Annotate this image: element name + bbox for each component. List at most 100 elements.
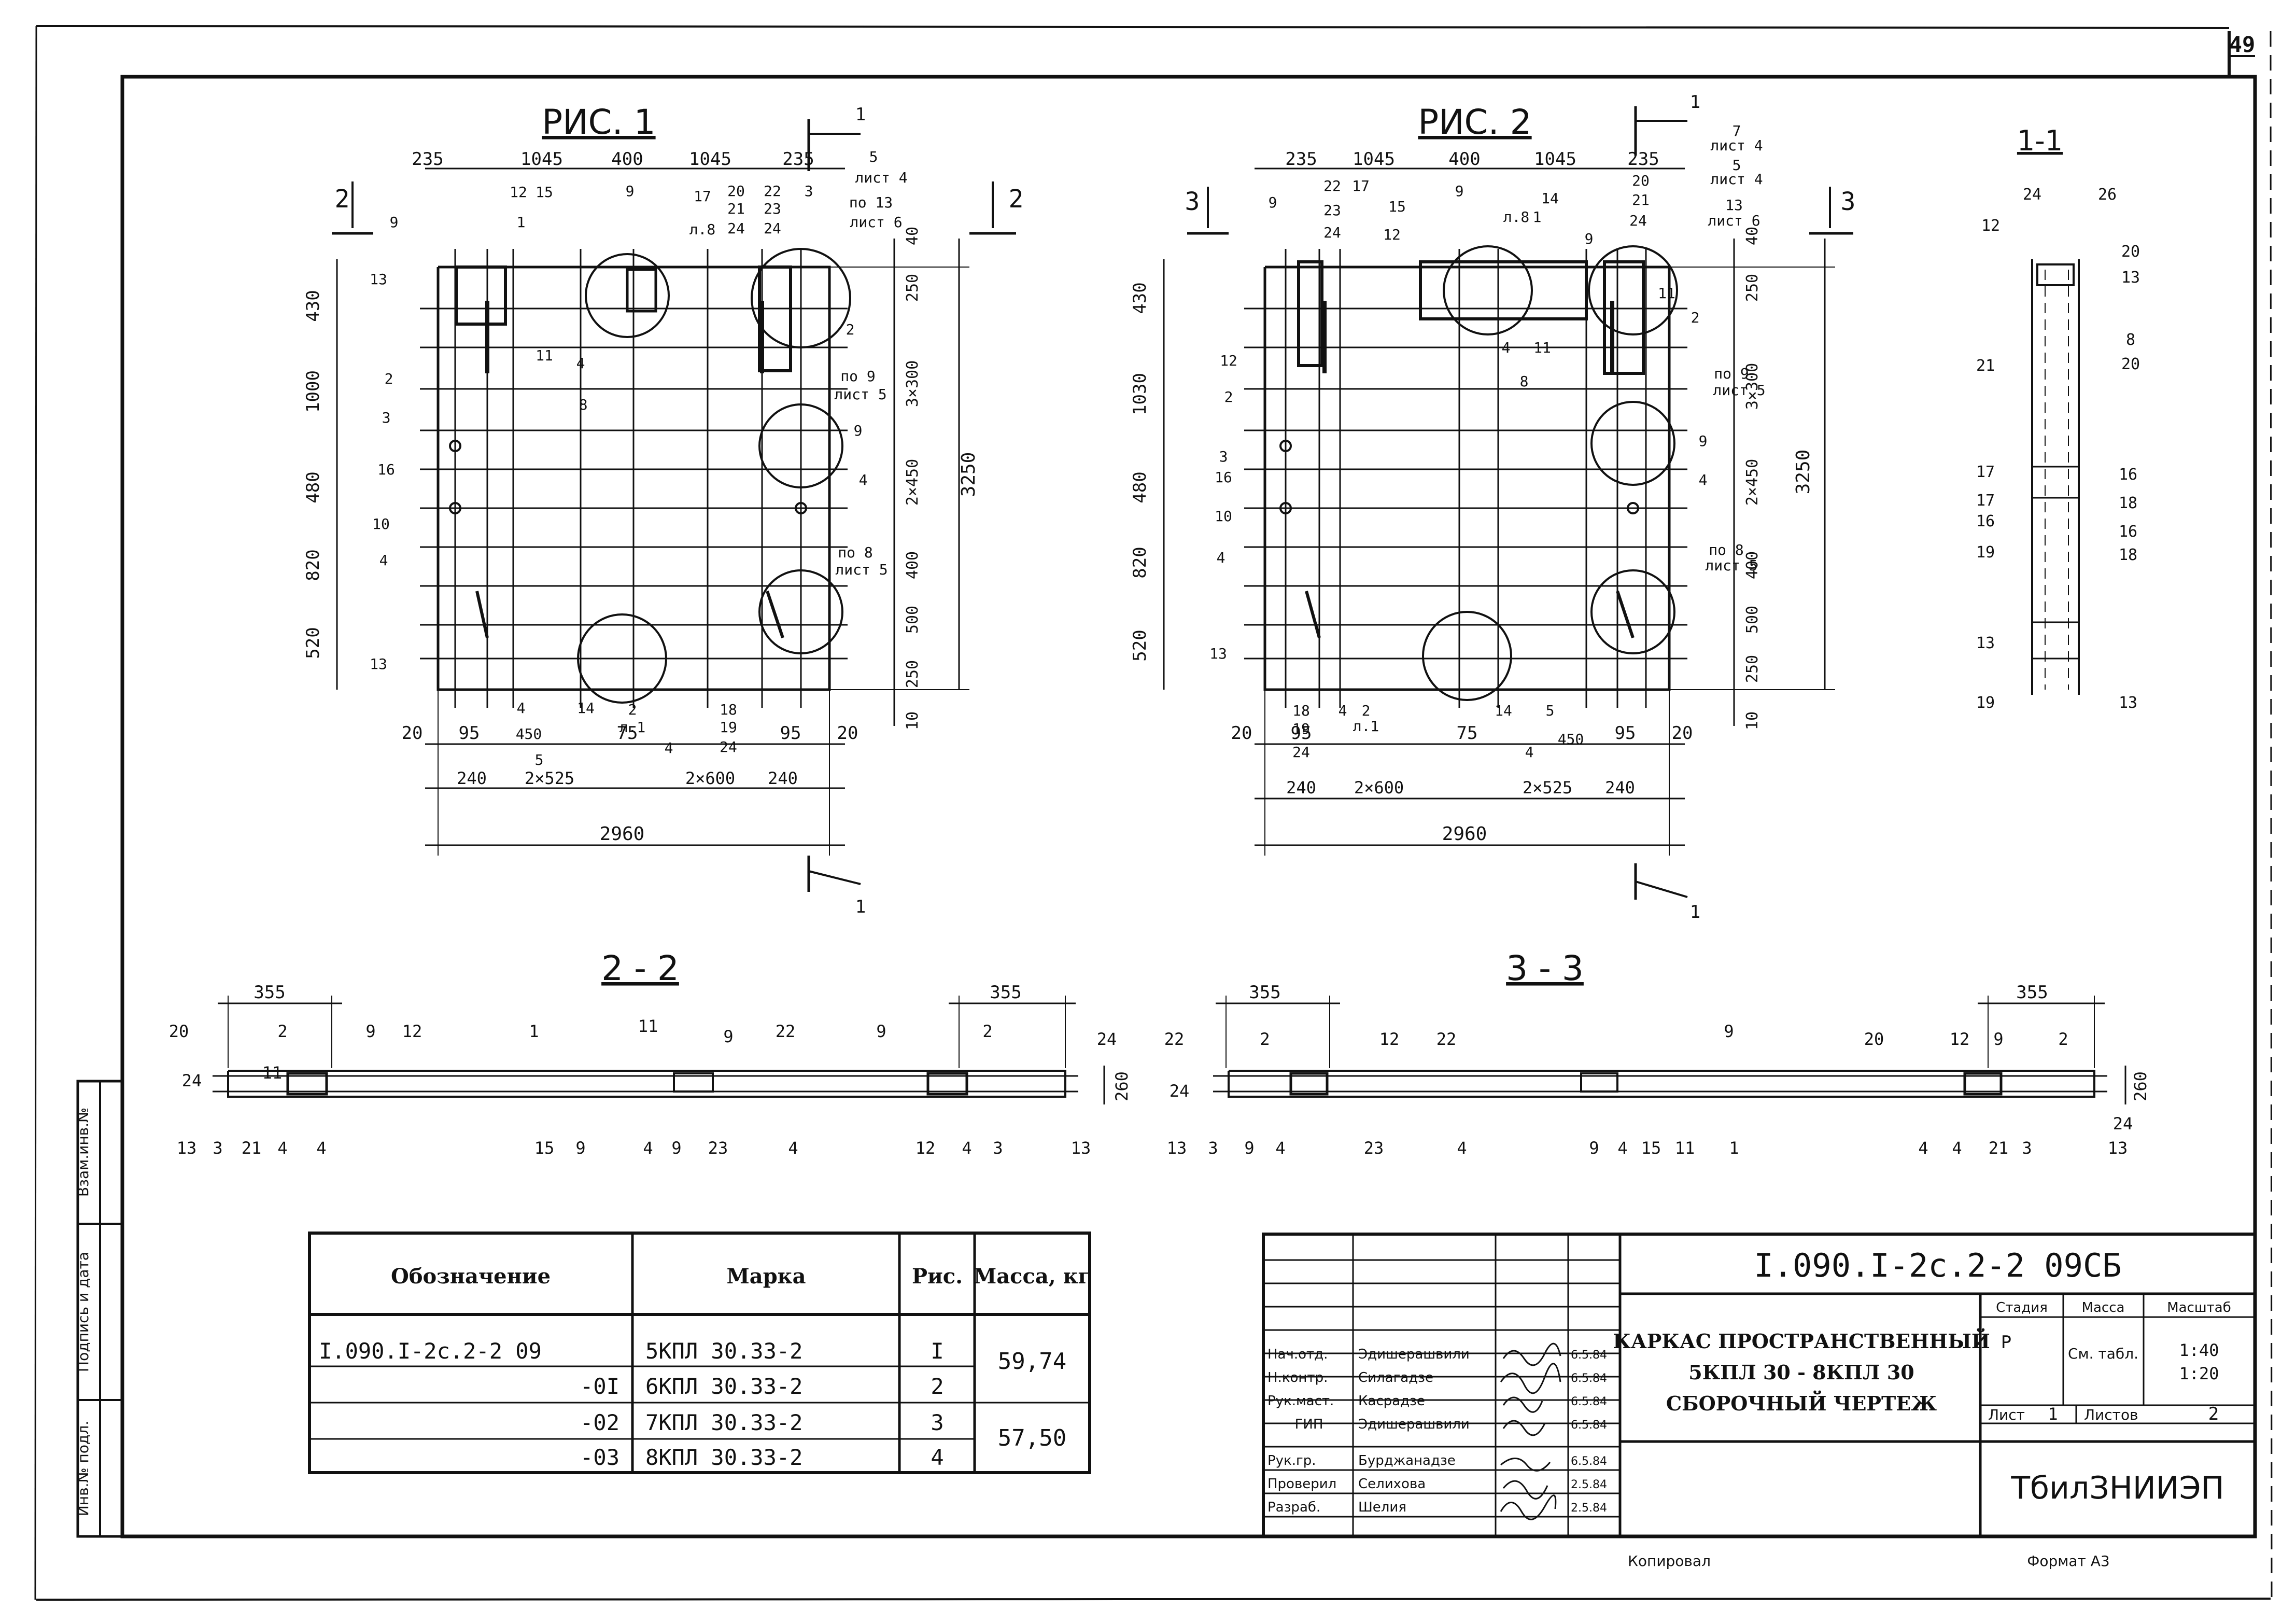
fig2-dim-bottom-2-4: 240 <box>1605 778 1635 797</box>
sec22-bottom-callout-14: 3 <box>993 1138 1003 1158</box>
fig1-callout-40: 2 <box>628 701 637 718</box>
fig1-cut-left-label: 2 <box>335 185 350 214</box>
stage-label: Стадия <box>1996 1300 2048 1316</box>
sec33-bottom-callout-2: 3 <box>1208 1138 1218 1158</box>
fig1-dim-bottom-2-2: 2×525 <box>525 768 574 788</box>
title-block: I.090.I-2c.2-2 09СБ КАРКАС ПРОСТРАНСТВЕН… <box>1262 1233 2257 1538</box>
fig2-callout-39: лист 5 <box>1705 557 1757 574</box>
copied-by: Копировал <box>1628 1552 1711 1570</box>
sec22-bottom-callout-1: 13 <box>177 1138 197 1158</box>
fig2-callout-40: 18 <box>1292 702 1310 719</box>
spec-row-4-designation: -03 <box>580 1445 619 1470</box>
fig1-callout-21: 22 <box>764 183 781 200</box>
fig2-callout-31: лист 4 <box>1710 171 1763 188</box>
fig1-callout-38: 450 <box>516 725 542 743</box>
sec33-top-callout-8: 9 <box>1993 1029 2003 1049</box>
role-5: Рук.гр. <box>1267 1453 1316 1468</box>
name-2: Силагадзе <box>1358 1370 1433 1386</box>
fig1-callout-1: 9 <box>390 214 399 231</box>
fig2-callout-16: 14 <box>1541 190 1559 207</box>
fig1-callout-26: лист 4 <box>855 169 907 186</box>
spec-row-3-designation: -02 <box>580 1410 619 1435</box>
spec-header-designation: Обозначение <box>391 1264 551 1289</box>
fig2-callout-22: 9 <box>1585 230 1594 247</box>
fig1-callout-39: 5 <box>535 751 544 768</box>
sec33-bottom-callout-12: 4 <box>1918 1138 1928 1158</box>
fig1-dim-bottom-1-1: 20 <box>402 723 423 744</box>
fig2-cut-top-label: 1 <box>1690 92 1700 113</box>
sheets-total: 2 <box>2208 1404 2219 1424</box>
fig2-callout-45: л.1 <box>1353 718 1379 735</box>
name-7: Шелия <box>1358 1500 1406 1515</box>
fig1-callout-4: 3 <box>382 409 391 426</box>
sec22-bottom-callout-5: 4 <box>316 1138 326 1158</box>
sec33-bottom-callout-7: 9 <box>1589 1138 1599 1158</box>
role-3: Рук.маст. <box>1267 1393 1334 1409</box>
fig2-callout-5: 16 <box>1215 469 1232 486</box>
sec22-top-callout-10: 2 <box>982 1022 992 1041</box>
fig1-dim-top-1: 235 <box>412 149 443 170</box>
sec22-top-callout-3: 9 <box>365 1022 375 1041</box>
fig1-callout-45: 24 <box>720 738 737 755</box>
sec33-bottom-callout-13: 4 <box>1952 1138 1962 1158</box>
fig2-dim-bottom-1-2: 95 <box>1291 723 1312 744</box>
fig1-dim-right-4: 2×450 <box>904 459 922 506</box>
sec22-top-callout-13: 24 <box>182 1071 202 1090</box>
fig2-callout-19: 11 <box>1533 339 1551 356</box>
fig1-dim-right-7: 250 <box>904 660 922 688</box>
fig1-callout-23: 24 <box>764 220 781 237</box>
fig2-callout-18: 1 <box>1533 208 1542 226</box>
fig2-callout-7: 4 <box>1217 549 1226 566</box>
fig2-callout-33: лист 6 <box>1708 212 1760 229</box>
stage-value: Р <box>2001 1332 2011 1353</box>
sec33-bottom-callout-6: 4 <box>1457 1138 1467 1158</box>
fig1-dim-top-5: 235 <box>782 149 814 170</box>
fig2-dim-total-height: 3250 <box>1793 450 1814 495</box>
stamp-replaced-inv: Взам.инв.№ <box>75 1108 92 1197</box>
sec33-top-callout-10: 24 <box>1170 1081 1190 1101</box>
scale-value-1: 1:40 <box>2179 1340 2219 1360</box>
fig2-dim-bottom-1-5: 20 <box>1672 723 1693 744</box>
date-2: 6.5.84 <box>1571 1372 1607 1385</box>
drawing-code: I.090.I-2c.2-2 09СБ <box>1754 1247 2121 1284</box>
fig2-callout-13: 12 <box>1383 226 1401 243</box>
sec11-callout-11: 17 <box>1976 492 1995 510</box>
fig2-dim-left-3: 480 <box>1130 471 1150 503</box>
fig1-callout-15: 9 <box>626 183 635 200</box>
sec11-callout-16: 18 <box>2119 546 2137 564</box>
sec11-callout-13: 16 <box>1976 512 1995 530</box>
role-2: Н.контр. <box>1267 1370 1328 1386</box>
fig1-dim-left-5: 520 <box>303 627 323 659</box>
fig1-dim-bottom-2-3: 2×600 <box>685 768 735 788</box>
sec33-bottom-callout-9: 15 <box>1641 1138 1661 1158</box>
sec33-dim-left: 355 <box>1249 982 1280 1003</box>
fig2-callout-25: 24 <box>1629 212 1647 229</box>
fig2-callout-10: 23 <box>1323 202 1341 219</box>
fig1-callout-24: 3 <box>805 183 813 200</box>
figure-1-plan: РИС. 1 <box>332 102 1016 892</box>
sec22-top-callout-9: 9 <box>876 1022 886 1041</box>
sheet-number: 1 <box>2048 1404 2058 1424</box>
scale-label: Масштаб <box>2167 1300 2231 1316</box>
fig2-dim-top-4: 1045 <box>1534 149 1576 170</box>
fig1-callout-31: лист 5 <box>834 386 886 403</box>
fig1-dim-bottom-1-5: 20 <box>837 723 858 744</box>
sec22-bottom-callout-9: 9 <box>671 1138 681 1158</box>
sec33-bottom-callout-14: 21 <box>1989 1138 2009 1158</box>
fig2-callout-8: 13 <box>1209 645 1227 662</box>
scale-value-2: 1:20 <box>2179 1364 2219 1383</box>
sec22-bottom-callout-4: 4 <box>277 1138 287 1158</box>
fig1-dim-left-1: 430 <box>303 290 323 321</box>
sec11-callout-3: 26 <box>2098 186 2117 204</box>
sec11-callout-14: 16 <box>2119 523 2137 541</box>
fig1-callout-35: лист 5 <box>835 561 888 578</box>
fig2-dim-right-8: 10 <box>1743 711 1762 730</box>
fig2-callout-44: 2 <box>1362 702 1371 719</box>
date-5: 6.5.84 <box>1571 1455 1607 1468</box>
fig1-callout-8: 13 <box>370 655 387 673</box>
drawing-title-line-2: 5КПЛ 30 - 8КПЛ 30 <box>1688 1361 1914 1384</box>
fig2-dim-right-3: 3×300 <box>1743 363 1762 410</box>
fig2-callout-9: 22 <box>1323 177 1341 194</box>
sec33-bottom-callout-8: 4 <box>1617 1138 1627 1158</box>
